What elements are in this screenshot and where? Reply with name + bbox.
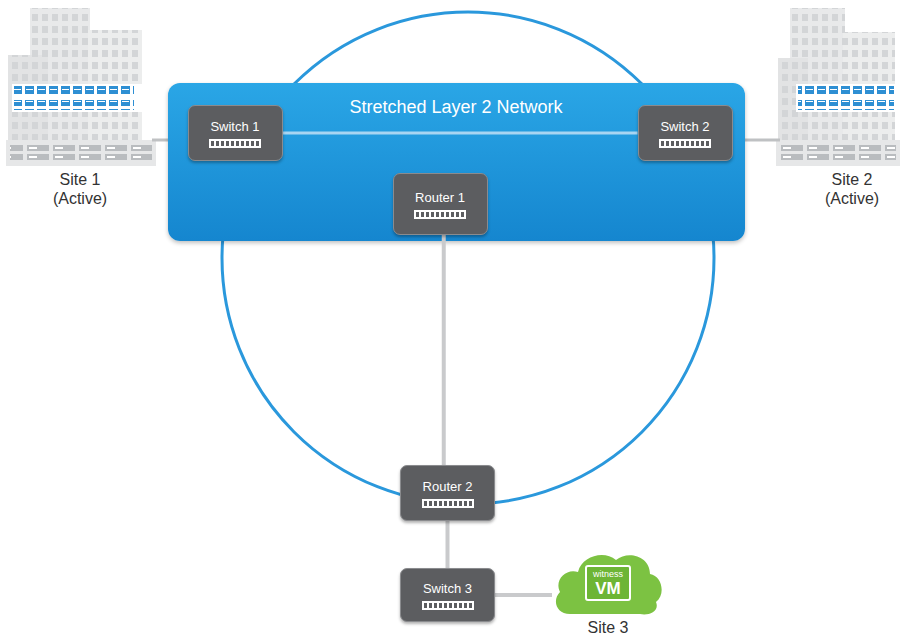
network-device: Switch 2: [638, 105, 733, 161]
port-icon: [209, 139, 261, 148]
port-icon: [422, 499, 474, 508]
site-label: Site 1 (Active): [43, 170, 117, 208]
network-device: Switch 3: [400, 568, 495, 622]
link-line: [446, 521, 450, 568]
witness-cloud: witnessVM: [552, 548, 664, 618]
site-label: Site 3: [563, 618, 653, 637]
device-label: Router 2: [423, 479, 473, 495]
link-line: [442, 235, 446, 465]
device-label: Switch 2: [660, 119, 709, 135]
port-icon: [659, 139, 711, 148]
port-icon: [414, 210, 466, 219]
link-line: [495, 593, 552, 597]
device-label: Switch 3: [423, 581, 472, 597]
network-band: Stretched Layer 2 NetworkSwitch 1Switch …: [168, 83, 745, 241]
vm-name: VM: [593, 579, 623, 598]
building-site2: [735, 8, 900, 166]
network-device: Switch 1: [188, 105, 283, 161]
network-device: Router 1: [393, 173, 488, 235]
port-icon: [422, 601, 474, 610]
device-label: Switch 1: [210, 119, 259, 135]
device-label: Router 1: [415, 190, 465, 206]
vm-caption: witness: [593, 569, 623, 579]
site-label: Site 2 (Active): [815, 170, 889, 208]
network-device: Router 2: [400, 465, 495, 521]
vm-badge: witnessVM: [585, 565, 631, 601]
